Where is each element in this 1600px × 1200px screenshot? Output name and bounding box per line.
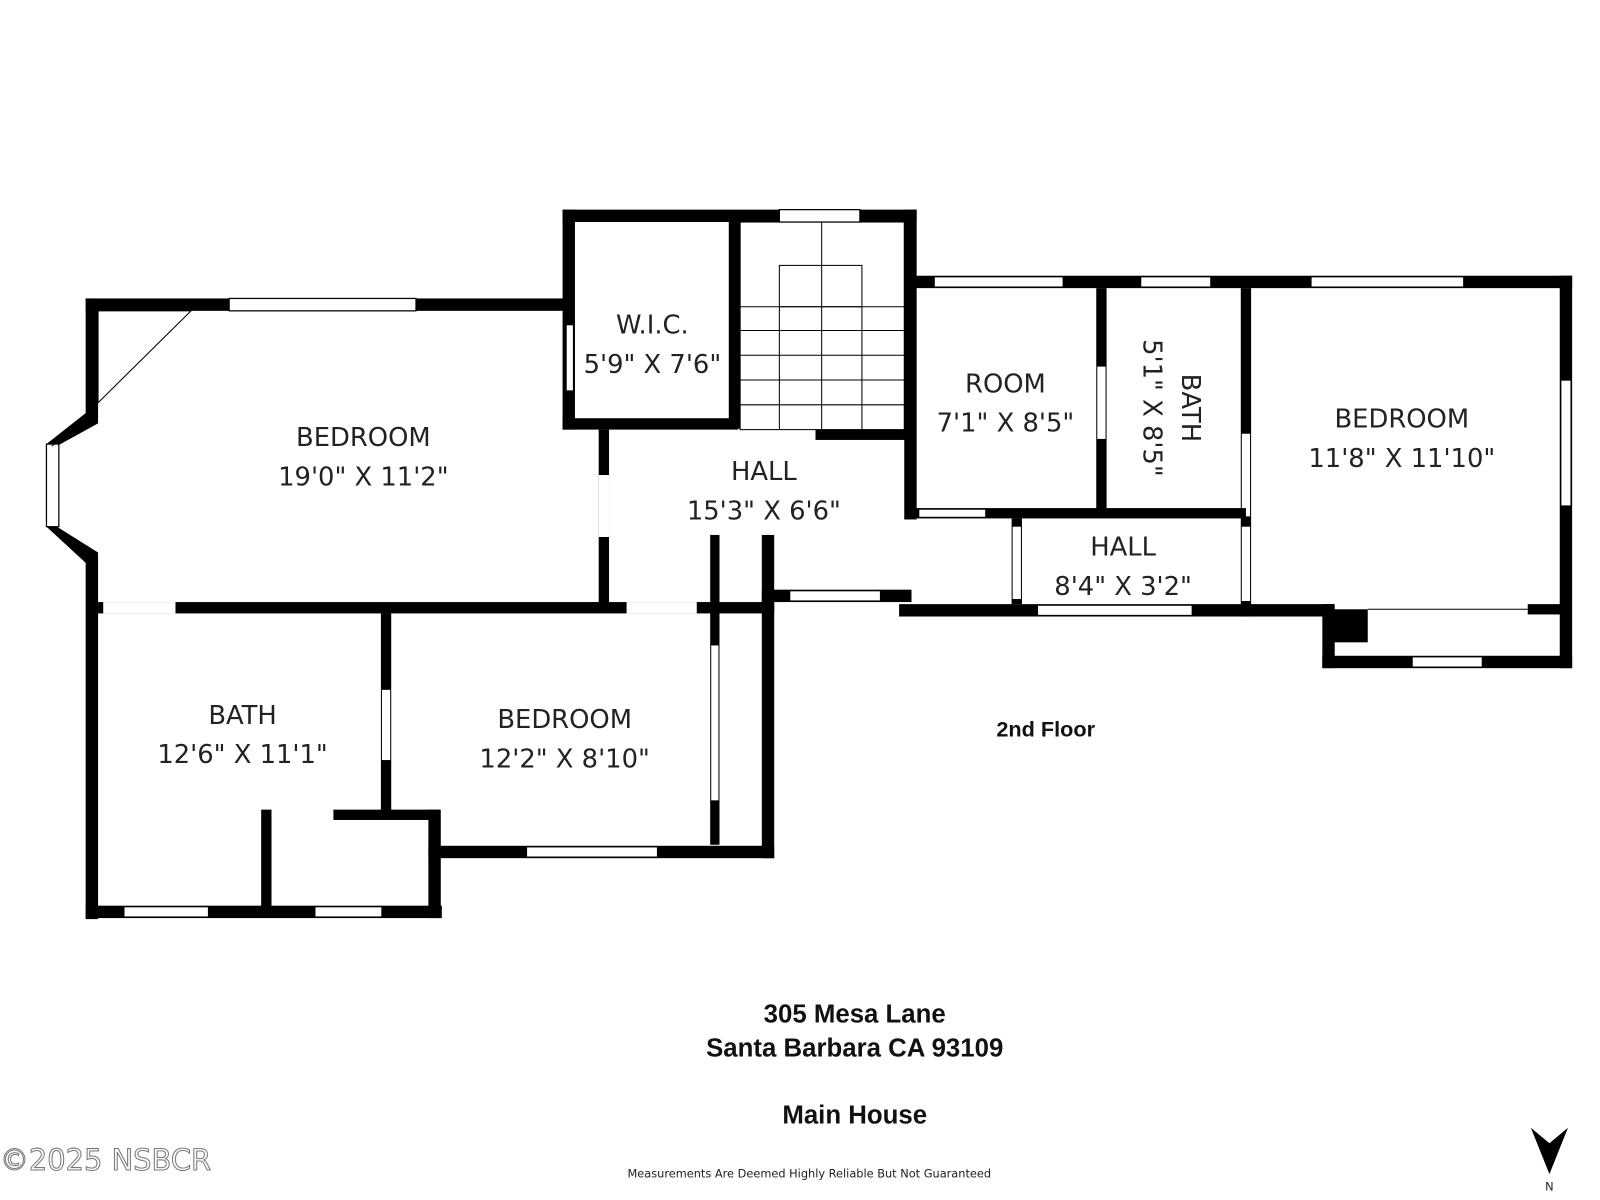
room-size: 12'2" X 8'10" [479, 744, 649, 774]
room-name: HALL [1090, 533, 1156, 563]
building-label: Main House [782, 1102, 927, 1130]
address-line1: 305 Mesa Lane [764, 1000, 946, 1028]
room-size: 5'1" X 8'5" [1137, 339, 1167, 477]
room-name: BATH [208, 701, 276, 731]
floor-label: 2nd Floor [996, 716, 1095, 741]
room-size: 15'3" X 6'6" [687, 496, 841, 526]
compass-label: N [1545, 1180, 1553, 1194]
room-name: HALL [731, 457, 797, 487]
room-name: BEDROOM [1334, 405, 1469, 435]
room-size: 5'9" X 7'6" [584, 350, 722, 380]
watermark: ©2025 NSBCR [0, 1143, 211, 1177]
room-name: BEDROOM [296, 423, 431, 453]
room-name: W.I.C. [616, 311, 689, 341]
room-size: 12'6" X 11'1" [157, 740, 327, 770]
room-name: BATH [1175, 374, 1205, 443]
address-line2: Santa Barbara CA 93109 [706, 1034, 1003, 1062]
room-size: 19'0" X 11'2" [278, 462, 448, 492]
room-labels: BEDROOM 19'0" X 11'2" W.I.C. 5'9" X 7'6"… [157, 311, 1495, 775]
north-arrow-icon: N [1530, 1127, 1568, 1194]
room-size: 11'8" X 11'10" [1308, 444, 1495, 474]
walls [45, 209, 1573, 920]
staircase [739, 221, 905, 431]
room-size: 8'4" X 3'2" [1054, 572, 1192, 602]
room-size: 7'1" X 8'5" [937, 409, 1075, 439]
room-name: BEDROOM [497, 705, 632, 735]
disclaimer: Measurements Are Deemed Highly Reliable … [628, 1166, 992, 1180]
room-name: ROOM [965, 369, 1046, 399]
